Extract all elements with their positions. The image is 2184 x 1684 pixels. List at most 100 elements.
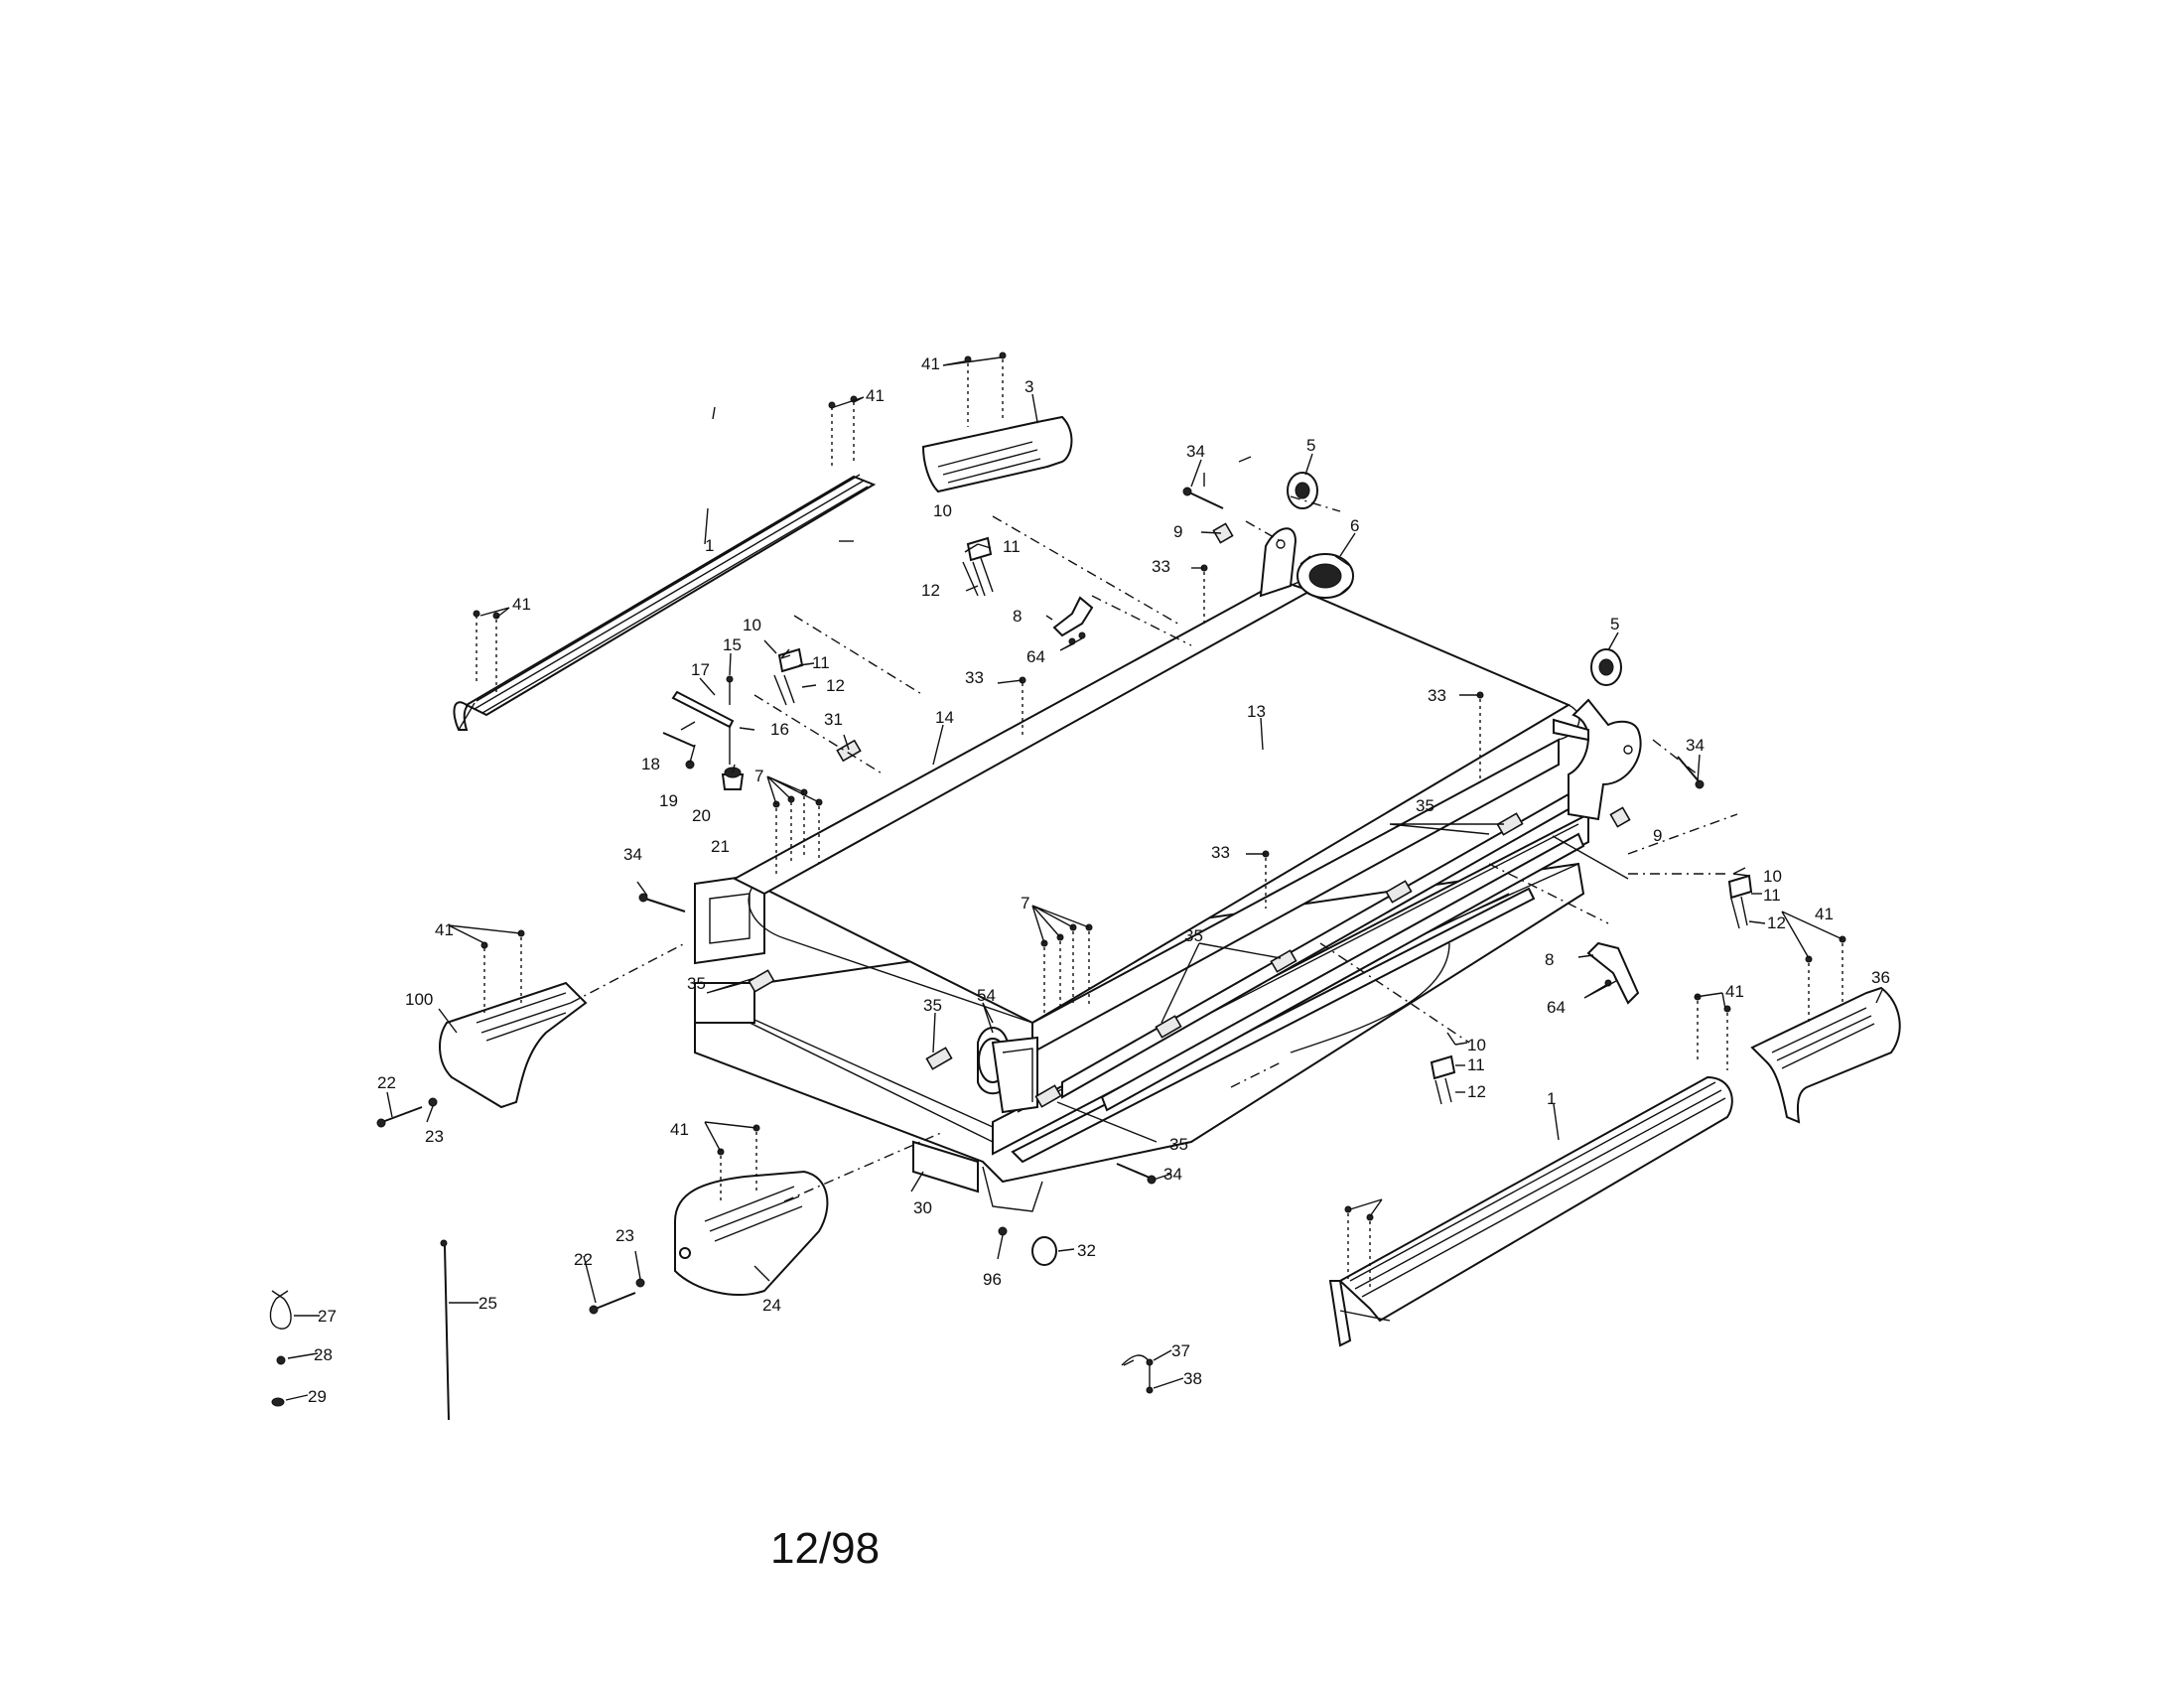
callout-38: 38 (1183, 1369, 1202, 1388)
rod-25 (444, 1245, 450, 1421)
callout-33: 33 (1211, 843, 1230, 862)
clip-27 (269, 1290, 292, 1330)
callout-24: 24 (762, 1296, 781, 1315)
callout-5: 5 (1306, 436, 1315, 455)
callout-22: 22 (377, 1073, 396, 1092)
callout-16: 16 (770, 720, 789, 739)
callout-12: 12 (921, 581, 940, 600)
callout-13: 13 (1247, 702, 1266, 721)
hinge-assembly-lower (1430, 1054, 1456, 1105)
end-cap-36 (1750, 986, 1901, 1124)
callout-18: 18 (641, 755, 660, 773)
callout-37: 37 (1171, 1341, 1190, 1360)
callout-34: 34 (1686, 736, 1705, 755)
leader-lines (285, 356, 1883, 1401)
end-cap-3 (921, 415, 1073, 493)
callout-8: 8 (1545, 950, 1554, 969)
callout-41: 41 (435, 920, 454, 939)
side-rail-1-upper (453, 474, 877, 731)
callout-28: 28 (314, 1345, 333, 1364)
callout-17: 17 (691, 660, 710, 679)
bearing-5-right (1590, 648, 1622, 686)
callout-27: 27 (318, 1307, 337, 1326)
callout-1: 1 (705, 536, 714, 555)
callout-30: 30 (913, 1198, 932, 1217)
deck-mount-rails (1061, 792, 1585, 1112)
wire-37-38 (1121, 1354, 1151, 1390)
side-rail-1-lower (1328, 1075, 1733, 1347)
callout-32: 32 (1077, 1241, 1096, 1260)
callout-15: 15 (723, 635, 742, 654)
callout-41: 41 (866, 386, 885, 405)
callout-64: 64 (1547, 998, 1566, 1017)
callout-34: 34 (1163, 1165, 1182, 1184)
callout-34: 34 (623, 845, 642, 864)
callout-36: 36 (1871, 968, 1890, 987)
walking-belt (732, 579, 1580, 1054)
callout-21: 21 (711, 837, 730, 856)
callout-22: 22 (574, 1250, 593, 1269)
callout-12: 12 (826, 676, 845, 695)
left-rear-bracket (1259, 527, 1297, 598)
callout-29: 29 (308, 1387, 327, 1406)
callout-12: 12 (1467, 1082, 1486, 1101)
callout-35: 35 (687, 974, 706, 993)
front-roller (977, 1027, 1038, 1114)
assembly-lines (570, 495, 1738, 1202)
callout-7: 7 (754, 767, 763, 785)
bracket-8-lower (1586, 941, 1640, 1005)
screw-28 (276, 1355, 286, 1365)
nut-96 (998, 1226, 1008, 1236)
callout-33: 33 (1152, 557, 1170, 576)
callout-34: 34 (1186, 442, 1205, 461)
bearing-5-upper (1287, 472, 1318, 509)
callout-11: 11 (812, 653, 830, 672)
bracket-8-upper (1052, 596, 1094, 637)
callout-11: 11 (1467, 1055, 1485, 1074)
callout-1: 1 (1547, 1089, 1556, 1108)
end-cap-24 (674, 1170, 829, 1296)
callout-35: 35 (1416, 796, 1434, 815)
wheel-32 (998, 1226, 1057, 1266)
rear-roller (1297, 553, 1354, 599)
callout-20: 20 (692, 806, 711, 825)
callout-11: 11 (1763, 886, 1781, 905)
callout-12: 12 (1767, 913, 1786, 932)
callout-35: 35 (1169, 1135, 1188, 1154)
frame-assembly (694, 812, 1589, 1212)
end-cap-100 (439, 981, 588, 1109)
hinge-assembly-upper (962, 536, 994, 597)
callout-23: 23 (615, 1226, 634, 1245)
callout-10: 10 (743, 616, 761, 634)
callout-35: 35 (1184, 926, 1203, 945)
wire-18 (662, 732, 696, 748)
callout-41: 41 (670, 1120, 689, 1139)
callout-9: 9 (1653, 826, 1662, 845)
callout-35: 35 (923, 996, 942, 1015)
leveler-foot (912, 1140, 979, 1193)
callout-96: 96 (983, 1270, 1002, 1289)
side-rail (992, 812, 1589, 1156)
callout-23: 23 (425, 1127, 444, 1146)
callout-41: 41 (921, 354, 940, 373)
callout-54: 54 (977, 986, 996, 1005)
callout-7: 7 (1021, 894, 1029, 912)
hinge-assembly-left (773, 647, 804, 706)
hinge-assembly-right (1727, 874, 1753, 929)
callout-41: 41 (512, 595, 531, 614)
callout-3: 3 (1024, 377, 1033, 396)
callout-5: 5 (1610, 615, 1619, 633)
callout-9: 9 (1173, 522, 1182, 541)
loose-parts (269, 1239, 1154, 1421)
callout-11: 11 (1003, 537, 1021, 556)
callout-41: 41 (1815, 905, 1834, 923)
callout-10: 10 (933, 501, 952, 520)
callout-41: 41 (1725, 982, 1744, 1001)
isolator-pads (748, 522, 1631, 1108)
callout-6: 6 (1350, 516, 1359, 535)
callout-14: 14 (935, 708, 954, 727)
callout-33: 33 (1428, 686, 1446, 705)
callout-8: 8 (1013, 607, 1022, 626)
